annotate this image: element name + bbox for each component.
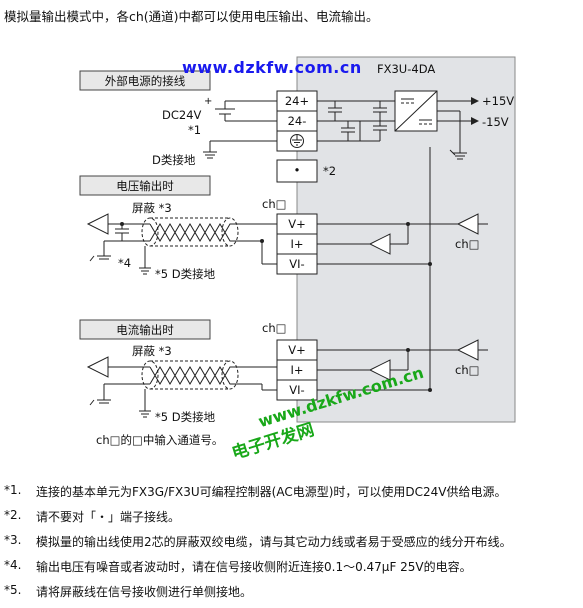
note-mark: *5. bbox=[4, 583, 22, 597]
current-label-box bbox=[79, 319, 211, 340]
note-mark: *4. bbox=[4, 558, 22, 572]
voltage-label-box bbox=[79, 175, 211, 196]
voltage-ch-label: ch□ bbox=[262, 197, 287, 211]
terminal-ground-icon bbox=[290, 134, 304, 148]
module-title: FX3U-4DA bbox=[377, 62, 436, 76]
terminal-i-plus-2-label: I+ bbox=[290, 363, 304, 377]
terminal-v-plus-2-label: V+ bbox=[288, 343, 306, 357]
ext-power-section-label: 外部电源的接线 bbox=[104, 74, 186, 88]
note-item: *1. 连接的基本单元为FX3G/FX3U可编程控制器(AC电源型)时，可以使用… bbox=[4, 483, 579, 500]
ch-right-label-1: ch□ bbox=[455, 237, 480, 251]
terminal-vi-minus-2-label: VI- bbox=[289, 383, 305, 397]
channel-note: ch□的□中输入通道号。 bbox=[96, 433, 224, 447]
voltage-note4: *4 bbox=[118, 256, 132, 270]
minus15-label: -15V bbox=[482, 115, 509, 129]
d-ground-icon bbox=[203, 140, 277, 159]
note-mark: *3. bbox=[4, 533, 22, 547]
note-item: *3. 模拟量的输出线使用2芯的屏蔽双绞电缆，请与其它动力线或者易于受感应的线分… bbox=[4, 533, 579, 550]
voltage-ground-label: *5 D类接地 bbox=[155, 267, 216, 281]
ext-ground-label: D类接地 bbox=[152, 153, 196, 167]
terminal-dot-label: • bbox=[293, 163, 301, 177]
current-section-label: 电流输出时 bbox=[116, 323, 174, 337]
ch-right-label-2: ch□ bbox=[455, 363, 480, 377]
note-mark: *2. bbox=[4, 508, 22, 522]
terminal-dot bbox=[276, 159, 318, 183]
note-text: 请将屏蔽线在信号接收侧进行单侧接地。 bbox=[36, 585, 253, 599]
dc24v-label: DC24V bbox=[162, 108, 202, 122]
note-text: 连接的基本单元为FX3G/FX3U可编程控制器(AC电源型)时，可以使用DC24… bbox=[36, 485, 507, 499]
terminal-i-plus-1-label: I+ bbox=[290, 237, 304, 251]
note-text: 模拟量的输出线使用2芯的屏蔽双绞电缆，请与其它动力线或者易于受感应的线分开布线。 bbox=[36, 535, 512, 549]
note-item: *5. 请将屏蔽线在信号接收侧进行单侧接地。 bbox=[4, 583, 579, 600]
dcdc-converter-icon bbox=[394, 90, 438, 132]
watermark-url-top: www.dzkfw.com.cn bbox=[182, 58, 362, 77]
plus15-label: +15V bbox=[482, 94, 515, 108]
note-item: *2. 请不要对「・」端子接线。 bbox=[4, 508, 579, 525]
voltage-section-label: 电压输出时 bbox=[116, 179, 174, 193]
ext-power-label-box bbox=[79, 70, 211, 91]
current-shield-label: 屏蔽 *3 bbox=[132, 344, 172, 358]
terminal-vi-minus-1-label: VI- bbox=[289, 257, 305, 271]
receiver-triangle-1 bbox=[86, 213, 109, 235]
notes-list: *1. 连接的基本单元为FX3G/FX3U可编程控制器(AC电源型)时，可以使用… bbox=[4, 483, 579, 608]
dc24v-battery-icon bbox=[215, 100, 277, 122]
note-text: 输出电压有噪音或者波动时，请在信号接收侧附近连接0.1～0.47μF 25V的电… bbox=[36, 560, 472, 574]
current-ground-label: *5 D类接地 bbox=[155, 410, 216, 424]
note-item: *4. 输出电压有噪音或者波动时，请在信号接收侧附近连接0.1～0.47μF 2… bbox=[4, 558, 579, 575]
terminal-24m-label: 24- bbox=[287, 114, 307, 128]
dc24v-note: *1 bbox=[188, 123, 202, 137]
dc-plus-sign: + bbox=[204, 96, 213, 107]
intro-text: 模拟量输出模式中，各ch(通道)中都可以使用电压输出、电流输出。 bbox=[4, 9, 379, 24]
voltage-shield-label: 屏蔽 *3 bbox=[132, 201, 172, 215]
dot-note: *2 bbox=[323, 164, 337, 178]
wiring-diagram bbox=[79, 56, 516, 423]
terminal-24p-label: 24+ bbox=[284, 94, 310, 108]
current-ch-label: ch□ bbox=[262, 321, 287, 335]
terminal-v-plus-1-label: V+ bbox=[288, 217, 306, 231]
receiver-triangle-2 bbox=[86, 356, 109, 378]
note-text: 请不要对「・」端子接线。 bbox=[36, 510, 181, 524]
note-mark: *1. bbox=[4, 483, 22, 497]
